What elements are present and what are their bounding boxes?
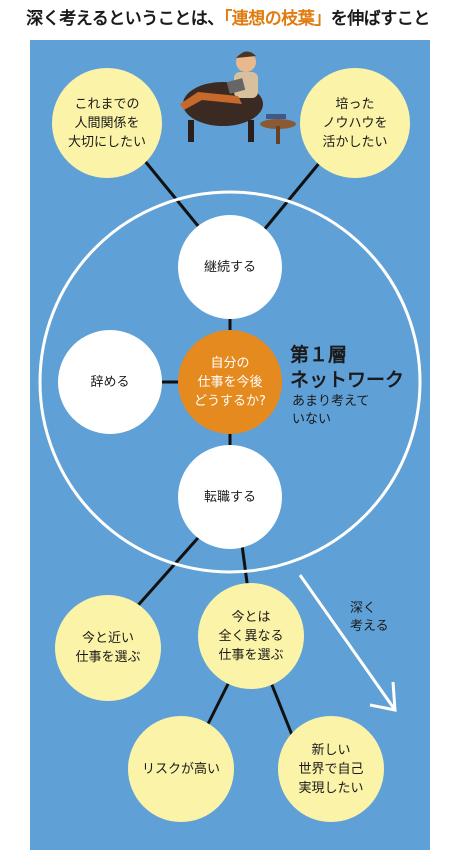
node-relationships: これまでの 人間関係を 大切にしたい (52, 68, 162, 178)
node-similar-job: 今と近い 仕事を選ぶ (55, 595, 161, 701)
man-illustration (168, 42, 298, 147)
title-prefix: 深く考えるということは、 (26, 9, 224, 29)
node-high-risk: リスクが高い (128, 716, 234, 822)
page-title: 深く考えるということは、「連想の枝葉」を伸ばすこと (0, 4, 456, 29)
node-new-world: 新しい 世界で自己 実現したい (278, 716, 384, 822)
node-knowhow: 培った ノウハウを 活かしたい (300, 68, 410, 178)
node-center: 自分の 仕事を今後 どうするか? (178, 330, 282, 434)
network-note: あまり考えて いない (292, 394, 370, 427)
deep-arrow (298, 574, 397, 712)
title-highlight: 「連想の枝葉」 (223, 9, 332, 29)
node-different-job: 今とは 全く異なる 仕事を選ぶ (198, 583, 304, 689)
first-layer-ring (38, 190, 422, 574)
node-continue: 継続する (178, 215, 282, 319)
title-suffix: を伸ばすこと (330, 9, 431, 29)
network-title-1: 第１層 (290, 344, 348, 366)
deep-think-label: 深く 考える (350, 601, 389, 634)
network-title-2: ネットワーク (290, 369, 405, 391)
node-job-change: 転職する (178, 445, 282, 549)
node-quit: 辞める (58, 330, 162, 434)
